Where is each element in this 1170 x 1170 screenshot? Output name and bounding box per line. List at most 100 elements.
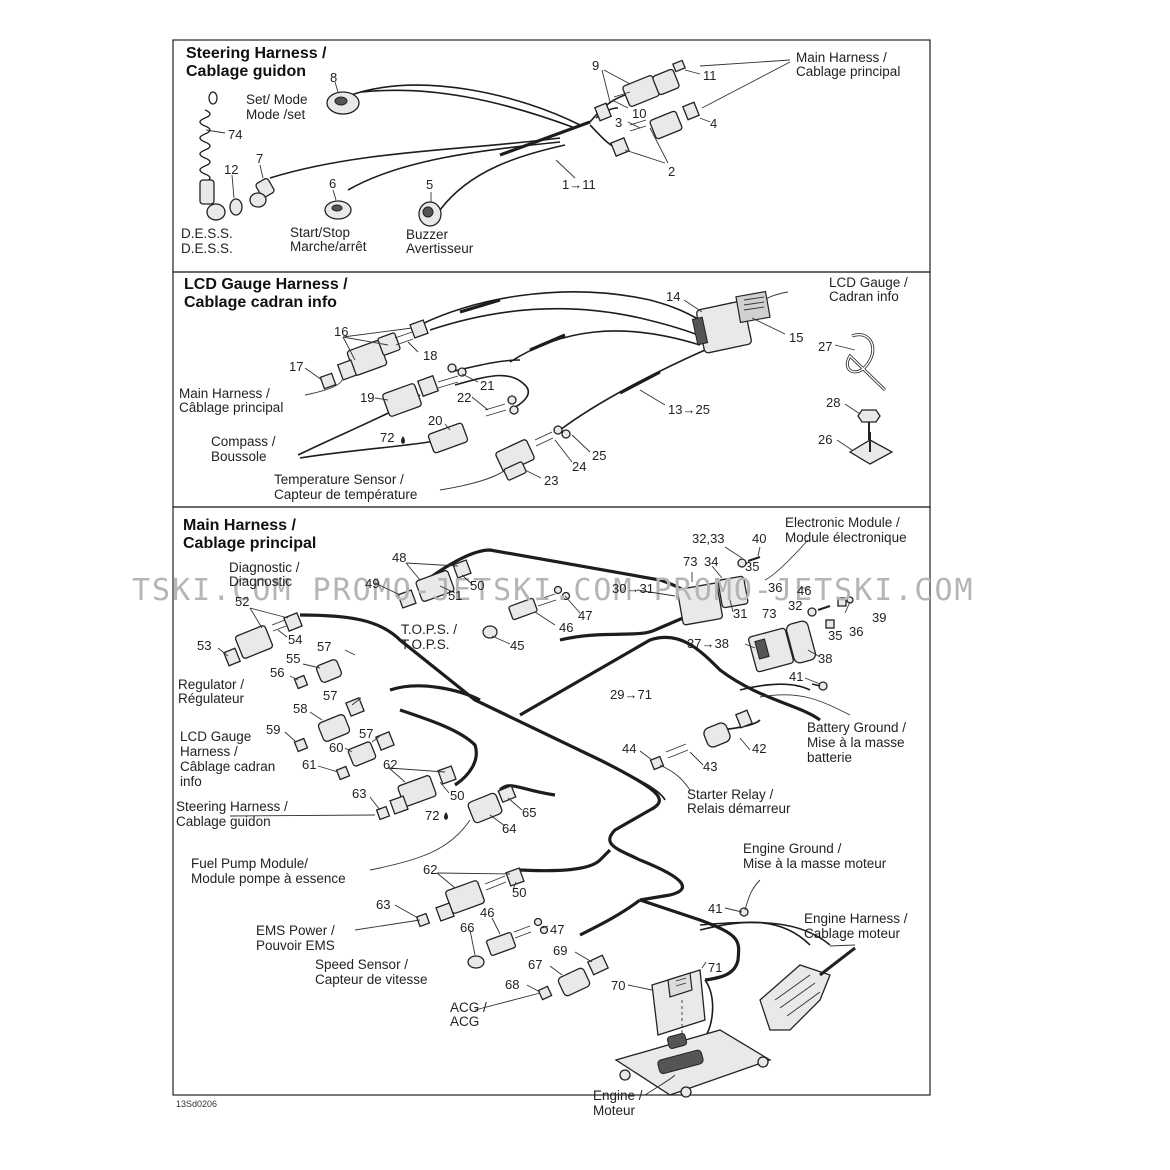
dess-post-7 — [249, 178, 275, 208]
callout-50-b: 50 — [450, 788, 464, 803]
callout-44: 44 — [622, 741, 636, 756]
lcd-gauge-connector-14 — [691, 300, 752, 354]
acg-connector — [537, 954, 610, 1001]
callout-35-b: 35 — [828, 628, 842, 643]
lcd-gauge-harness-panel: LCD Gauge Harness / Cablage cadran info — [179, 275, 908, 502]
callout-38: 38 — [818, 651, 832, 666]
callout-41-a: 41 — [789, 669, 803, 684]
lcd-title-line2: Cablage cadran info — [184, 294, 337, 311]
callout-35-a: 35 — [745, 559, 759, 574]
label-ems-power-1: EMS Power / — [256, 923, 335, 938]
callout-72-b: 72 — [425, 808, 439, 823]
label-lcd-main-harness-2: Câblage principal — [179, 400, 283, 415]
callout-66: 66 — [460, 920, 474, 935]
callout-26: 26 — [818, 432, 832, 447]
callout-23: 23 — [544, 473, 558, 488]
callout-73-a: 73 — [683, 554, 697, 569]
lcd-gauge-cover-15 — [735, 290, 771, 324]
callout-57-b: 57 — [323, 688, 337, 703]
callout-12: 12 — [224, 162, 238, 177]
fasteners-32-40 — [737, 556, 854, 629]
callout-5: 5 — [426, 177, 433, 192]
label-temp-1: Temperature Sensor / — [274, 472, 404, 487]
regulator-connector — [222, 612, 343, 690]
label-engine-harness-1: Engine Harness / — [804, 911, 908, 926]
buzzer — [418, 201, 442, 227]
steering-title-line2: Cablage guidon — [186, 63, 306, 80]
callout-47-b: 47 — [550, 922, 564, 937]
callout-61: 61 — [302, 757, 316, 772]
label-steering-harness-2: Cablage guidon — [176, 814, 271, 829]
lcd-title-line1: LCD Gauge Harness / — [184, 276, 348, 293]
callout-36-a: 36 — [768, 580, 782, 595]
engine-harness-connector — [759, 946, 856, 1031]
engine-control-module — [614, 969, 772, 1098]
callout-3: 3 — [615, 115, 622, 130]
callout-52: 52 — [235, 594, 249, 609]
drawing-code: 13Sd0206 — [176, 1099, 217, 1109]
callout-62-a: 62 — [383, 757, 397, 772]
steering-connector — [375, 765, 457, 821]
main-title-line1: Main Harness / — [183, 517, 296, 534]
callout-60: 60 — [329, 740, 343, 755]
callout-54: 54 — [288, 632, 302, 647]
label-buzzer-1: Buzzer — [406, 227, 449, 242]
callout-14: 14 — [666, 289, 680, 304]
label-compass-1: Compass / — [211, 434, 276, 449]
callout-39: 39 — [872, 610, 886, 625]
main-harness-panel: Main Harness / Cablage principal — [132, 515, 973, 1118]
label-acg-2: ACG — [450, 1014, 479, 1029]
fuel-pump-connector — [444, 784, 517, 824]
callout-2: 2 — [668, 164, 675, 179]
callout-6: 6 — [329, 176, 336, 191]
label-set-mode-2: Mode /set — [246, 107, 306, 122]
speed-sensor-connector — [467, 917, 549, 969]
callout-55: 55 — [286, 651, 300, 666]
callout-32-33: 32,33 — [692, 531, 725, 546]
connector-59-60 — [293, 731, 395, 781]
connector-19 — [382, 363, 467, 417]
label-fuel-pump-1: Fuel Pump Module/ — [191, 856, 308, 871]
callout-68: 68 — [505, 977, 519, 992]
callout-71: 71 — [708, 960, 722, 975]
label-start-stop-1: Start/Stop — [290, 225, 350, 240]
label-starter-relay-1: Starter Relay / — [687, 787, 774, 802]
callout-47-a: 47 — [578, 608, 592, 623]
callout-46-a: 46 — [797, 583, 811, 598]
label-set-mode-1: Set/ Mode — [246, 92, 308, 107]
callout-57-a: 57 — [317, 639, 331, 654]
callout-70: 70 — [611, 978, 625, 993]
label-battery-ground-2: Mise à la masse — [807, 735, 905, 750]
callout-21: 21 — [480, 378, 494, 393]
callout-46-c: 46 — [480, 905, 494, 920]
electronic-module — [677, 575, 817, 673]
label-start-stop-2: Marche/arrêt — [290, 239, 367, 254]
connector-20 — [401, 422, 469, 454]
callout-56: 56 — [270, 665, 284, 680]
label-electronic-module-1: Electronic Module / — [785, 515, 900, 530]
callout-65: 65 — [522, 805, 536, 820]
label-engine-2: Moteur — [593, 1103, 636, 1118]
label-temp-2: Capteur de température — [274, 487, 417, 502]
dess-lanyard — [199, 91, 243, 221]
label-lcd-gauge-1: LCD Gauge / — [829, 275, 908, 290]
callout-69: 69 — [553, 943, 567, 958]
callout-10: 10 — [632, 106, 646, 121]
label-buzzer-2: Avertisseur — [406, 241, 474, 256]
label-regulator-2: Régulateur — [178, 691, 245, 706]
label-lcd-harness-1: LCD Gauge — [180, 729, 251, 744]
callout-32: 32 — [788, 598, 802, 613]
callout-41-b: 41 — [708, 901, 722, 916]
callout-57-c: 57 — [359, 726, 373, 741]
callout-28: 28 — [826, 395, 840, 410]
callout-22: 22 — [457, 390, 471, 405]
label-steering-harness-1: Steering Harness / — [176, 799, 288, 814]
diagnostic-connector — [397, 559, 472, 609]
ems-connector — [415, 867, 525, 928]
start-stop-switch — [324, 200, 352, 220]
steering-title-line1: Steering Harness / — [186, 45, 327, 62]
callout-16: 16 — [334, 324, 348, 339]
label-engine-1: Engine / — [593, 1088, 643, 1103]
label-lcd-harness-2: Harness / — [180, 744, 238, 759]
callout-49: 49 — [365, 576, 379, 591]
